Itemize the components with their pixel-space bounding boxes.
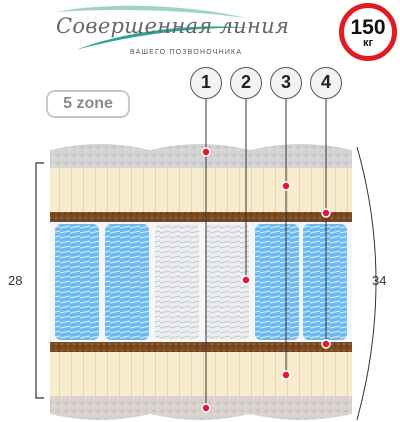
max-weight-value: 150 — [350, 16, 386, 39]
core-height-label: 28 — [8, 273, 23, 288]
spring-zone-right — [255, 224, 299, 340]
logo-script-text: Совершенная линия — [56, 14, 290, 38]
marker-dot-1-top — [201, 147, 211, 157]
layer-marker-4: 4 — [310, 67, 342, 99]
spring-zone-outer-right — [303, 224, 347, 340]
spring-zone-left — [105, 224, 149, 340]
marker-dot-2 — [241, 275, 251, 285]
layer-marker-2: 2 — [230, 67, 262, 99]
top-coir-layer — [50, 212, 352, 222]
brand-logo: Совершенная линия ВАШЕГО ПОЗВОНОЧНИКА — [46, 4, 289, 64]
top-latex-layer — [50, 168, 352, 212]
max-weight-badge: 150 кг — [339, 3, 397, 61]
max-weight-unit: кг — [362, 37, 374, 49]
spring-zone-center-2 — [205, 224, 249, 340]
bottom-cover-layer — [50, 396, 352, 420]
zone-count-label: 5 zone — [46, 90, 130, 118]
total-height-label: 34 — [372, 273, 387, 288]
layer-marker-3: 3 — [270, 67, 302, 99]
total-height-arc — [356, 146, 377, 421]
logo-subtitle: ВАШЕГО ПОЗВОНОЧНИКА — [130, 49, 243, 56]
marker-dot-3-top — [281, 181, 291, 191]
logo-swoosh-icon — [56, 5, 251, 50]
layer-marker-1: 1 — [190, 67, 222, 99]
top-cover-layer — [50, 144, 352, 168]
bottom-coir-layer — [50, 342, 352, 352]
marker-dot-1-bottom — [201, 403, 211, 413]
core-height-bracket — [35, 162, 44, 399]
bottom-latex-layer — [50, 352, 352, 396]
marker-dot-3-bottom — [281, 370, 291, 380]
marker-dot-4-top — [321, 208, 331, 218]
spring-zone-center — [155, 224, 199, 340]
marker-dot-4-bottom — [321, 339, 331, 349]
spring-zone-outer-left — [55, 224, 99, 340]
